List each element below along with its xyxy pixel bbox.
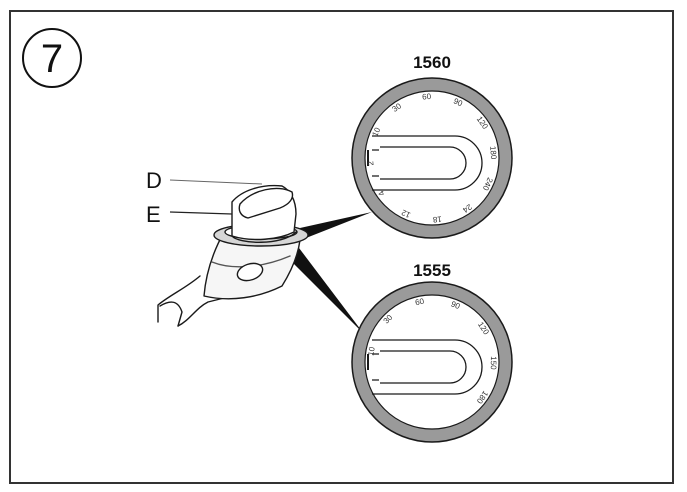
pointer-wedge-lower [280,244,364,334]
label-e: E [146,202,161,227]
step-badge: 7 [22,28,82,88]
hand-knob-illustration [157,184,309,327]
dial-scale-label: 150 [489,356,498,370]
dial-scale-label: 10 [366,346,377,357]
dial-model-1560: 1560 [413,53,451,72]
dial-scale-label: 90 [452,96,464,108]
dial-scale-label: 180 [488,146,498,161]
leader-line-d [169,179,263,185]
leader-line-e [169,211,233,215]
dial-model-1555: 1555 [413,261,451,280]
dial-scale-label: 18 [432,214,442,224]
dial-scale-label: 10 [370,126,382,138]
dial-scale-label: 90 [450,299,462,311]
step-number: 7 [41,37,63,81]
dial-scale-label: 12 [400,207,412,219]
dial-scale-label: 4 [376,188,386,197]
dial-scale-label: 60 [422,92,432,102]
dial-scale-label: 60 [414,296,425,307]
diagram-frame [9,10,674,484]
dial-scale-label: 2 [366,160,375,166]
label-d: D [146,168,162,193]
pointer-wedge-upper [300,212,372,238]
